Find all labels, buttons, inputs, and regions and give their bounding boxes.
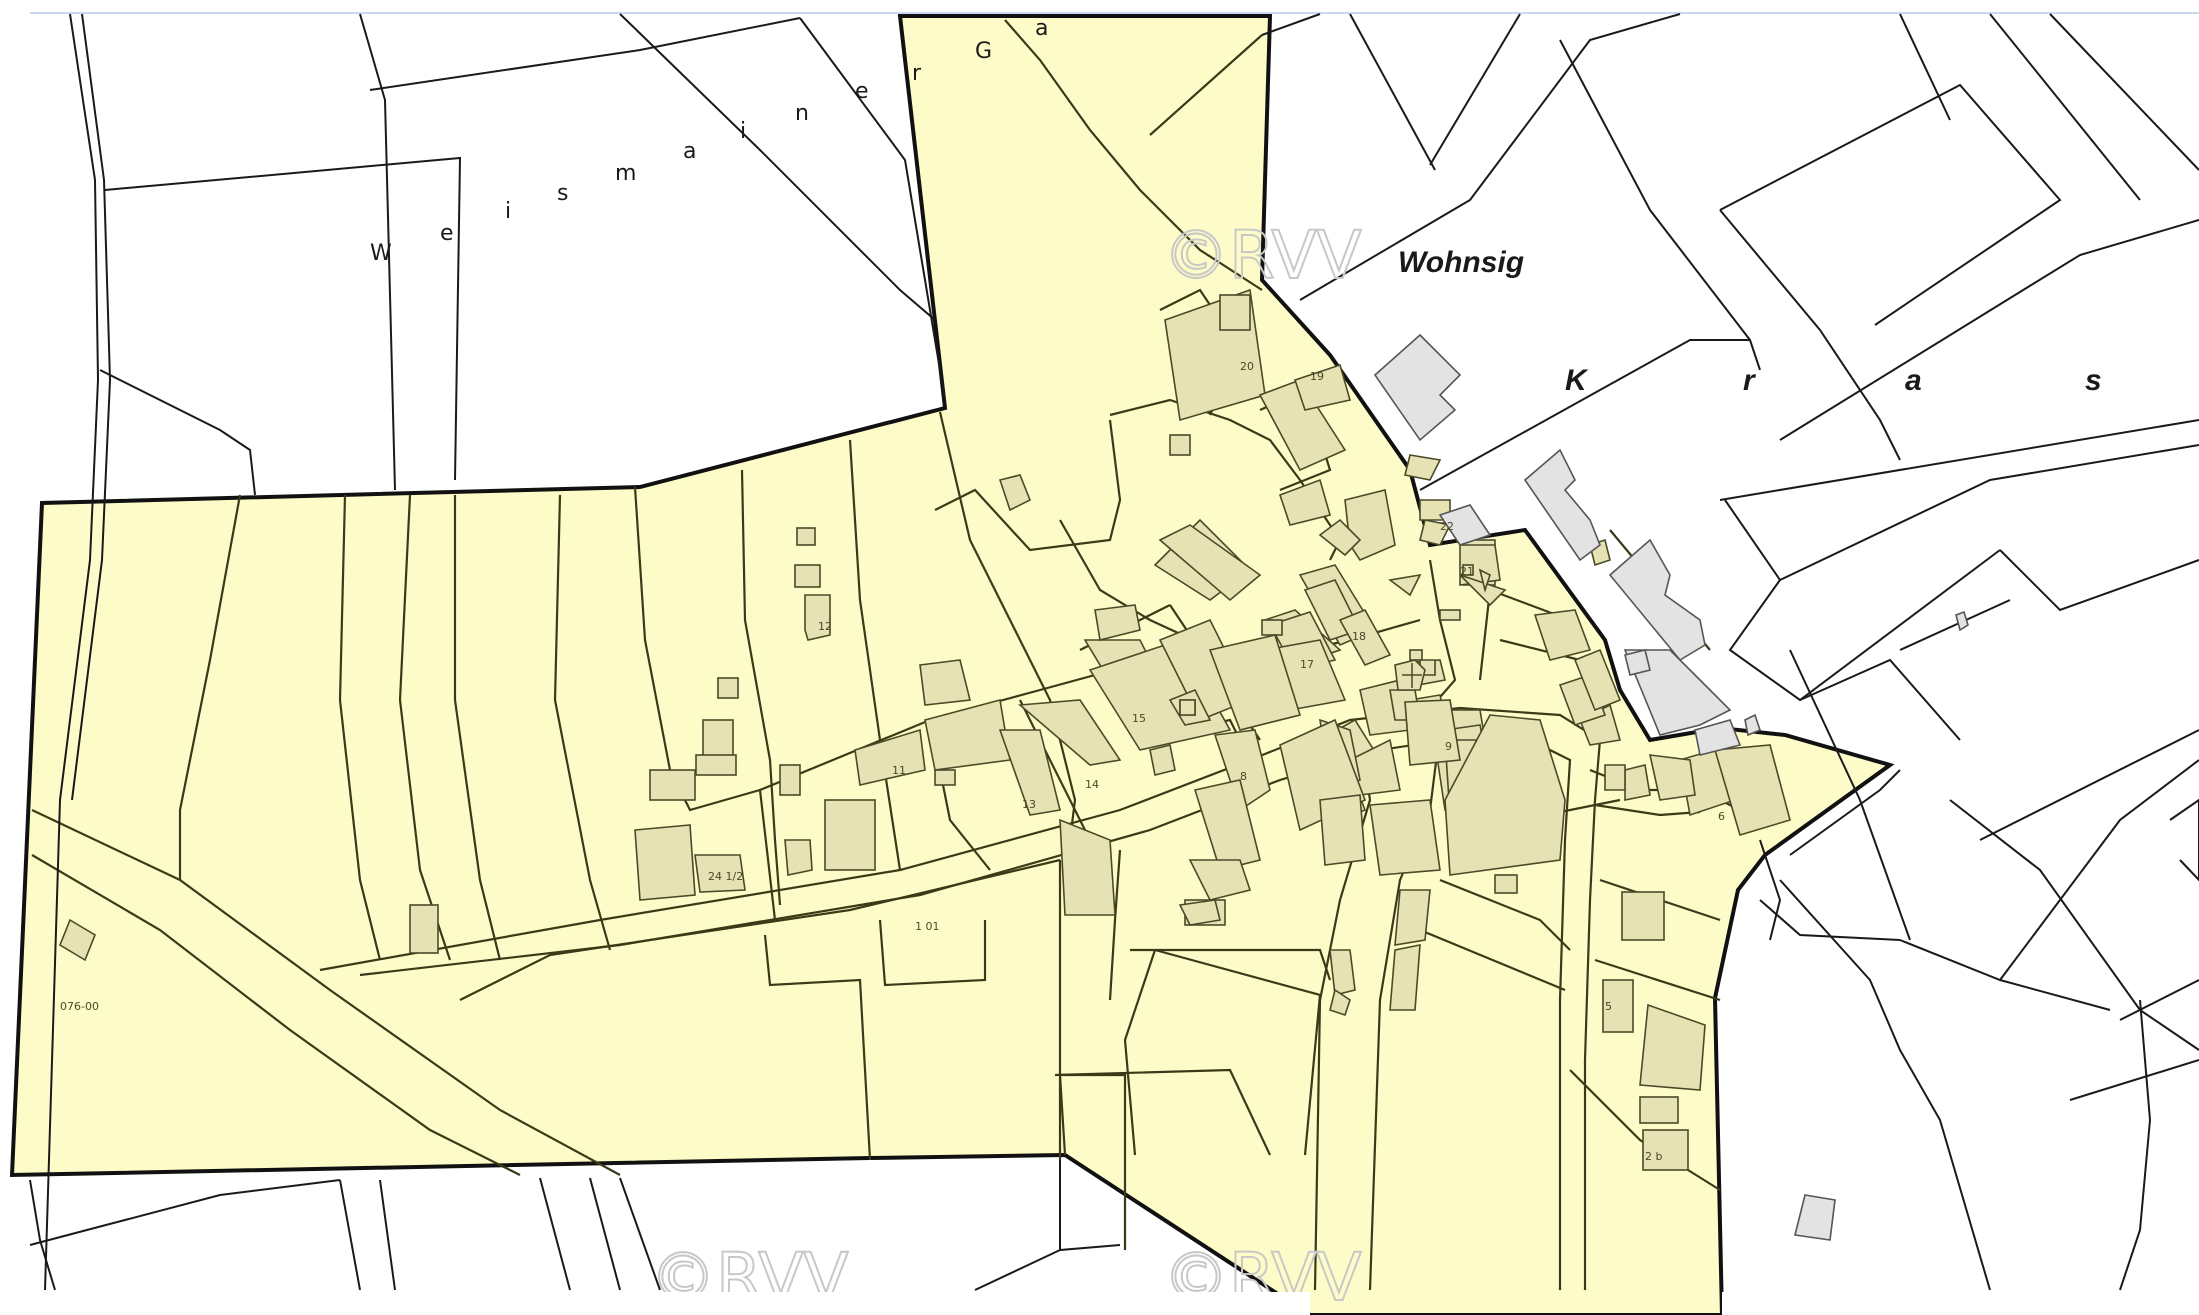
house-number: 1 01 [915, 920, 940, 933]
house-number: 18 [1352, 630, 1366, 643]
svg-text:n: n [795, 101, 809, 126]
buildings-in-area[interactable] [59, 288, 1791, 1171]
svg-text:m: m [615, 161, 636, 186]
watermark: ©RVV [1163, 217, 1362, 294]
house-number: 12 [818, 620, 832, 633]
svg-text:r: r [1743, 364, 1757, 397]
svg-text:e: e [440, 221, 454, 246]
left-strip [0, 14, 10, 1315]
house-number: 11 [892, 764, 906, 777]
house-number: 9 [1445, 740, 1452, 753]
house-number: 13 [1022, 798, 1036, 811]
house-numbers: 12 11 13 14 15 17 18 19 20 21 22 8 6 5 9… [60, 360, 1725, 1163]
parcel-code: 076-00 [60, 1000, 99, 1013]
house-number: 22 [1440, 520, 1454, 533]
top-border-bar [0, 0, 2199, 14]
outer-parcels [29, 13, 2199, 1291]
bottom-strip-right [1722, 1292, 2199, 1315]
svg-text:i: i [505, 199, 511, 224]
house-number: 14 [1085, 778, 1099, 791]
house-number: 5 [1605, 1000, 1612, 1013]
svg-text:i: i [740, 119, 746, 144]
chapel-cross-icon [1394, 659, 1426, 691]
svg-text:e: e [855, 79, 869, 104]
house-number: 21 [1460, 565, 1474, 578]
house-number: 6 [1718, 810, 1725, 823]
house-number: 2 b [1645, 1150, 1662, 1163]
svg-text:a: a [1905, 364, 1922, 397]
svg-text:a: a [683, 139, 696, 164]
house-number: 20 [1240, 360, 1254, 373]
house-number: 8 [1240, 770, 1247, 783]
house-number: 17 [1300, 658, 1314, 671]
svg-text:G: G [975, 39, 992, 64]
bottom-strip [0, 1292, 1310, 1315]
street-label-kras: K r a s [1565, 364, 2102, 397]
street-label-weismainer: W e i s m a i n e r G a [370, 16, 1048, 266]
buildings-outside-area[interactable] [1373, 333, 1969, 1241]
svg-text:K: K [1565, 364, 1589, 397]
svg-text:r: r [912, 61, 922, 86]
house-number: 19 [1310, 370, 1324, 383]
house-number: 15 [1132, 712, 1146, 725]
svg-text:s: s [2085, 364, 2102, 397]
svg-text:W: W [370, 241, 392, 266]
place-label-wohnsig: Wohnsig [1398, 246, 1524, 279]
house-number: 24 1/2 [708, 870, 743, 883]
svg-text:a: a [1035, 16, 1048, 41]
svg-text:s: s [557, 181, 568, 206]
